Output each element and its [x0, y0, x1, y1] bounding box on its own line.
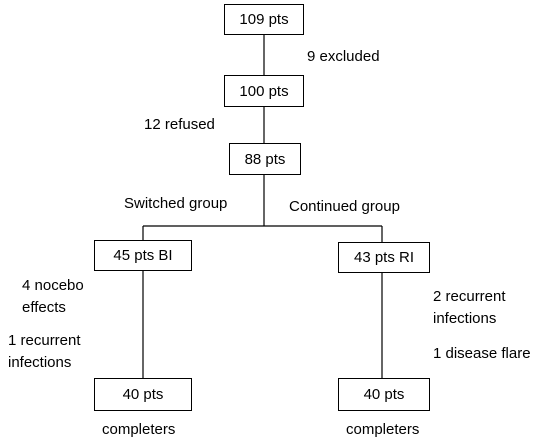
box-enrolled: 109 pts	[224, 4, 304, 35]
box-after-exclusion: 100 pts	[224, 75, 304, 107]
label-continued-group: Continued group	[289, 198, 400, 215]
label-switched-nocebo-line1: 4 nocebo	[22, 277, 84, 294]
label-switched-infections-line2: infections	[8, 354, 72, 371]
label-continued-completers: completers	[346, 421, 420, 438]
box-after-refusal: 88 pts	[229, 143, 301, 175]
label-switched-nocebo: 4 nocebo effects	[22, 275, 84, 319]
box-switched-completers: 40 pts	[94, 378, 192, 411]
label-continued-flare: 1 disease flare	[433, 345, 531, 362]
label-excluded: 9 excluded	[307, 48, 380, 65]
label-switched-infections-line1: 1 recurrent	[8, 332, 81, 349]
label-continued-infections-line2: infections	[433, 310, 497, 327]
box-continued-group: 43 pts RI	[338, 242, 430, 273]
label-continued-infections-line1: 2 recurrent	[433, 288, 506, 305]
label-switched-completers: completers	[102, 421, 176, 438]
label-switched-infections: 1 recurrent infections	[8, 330, 81, 374]
label-refused: 12 refused	[144, 116, 215, 133]
label-switched-group: Switched group	[124, 195, 228, 212]
label-switched-nocebo-line2: effects	[22, 299, 66, 316]
label-continued-infections: 2 recurrent infections	[433, 286, 506, 330]
box-continued-completers: 40 pts	[338, 378, 430, 411]
box-switched-group: 45 pts BI	[94, 240, 192, 271]
